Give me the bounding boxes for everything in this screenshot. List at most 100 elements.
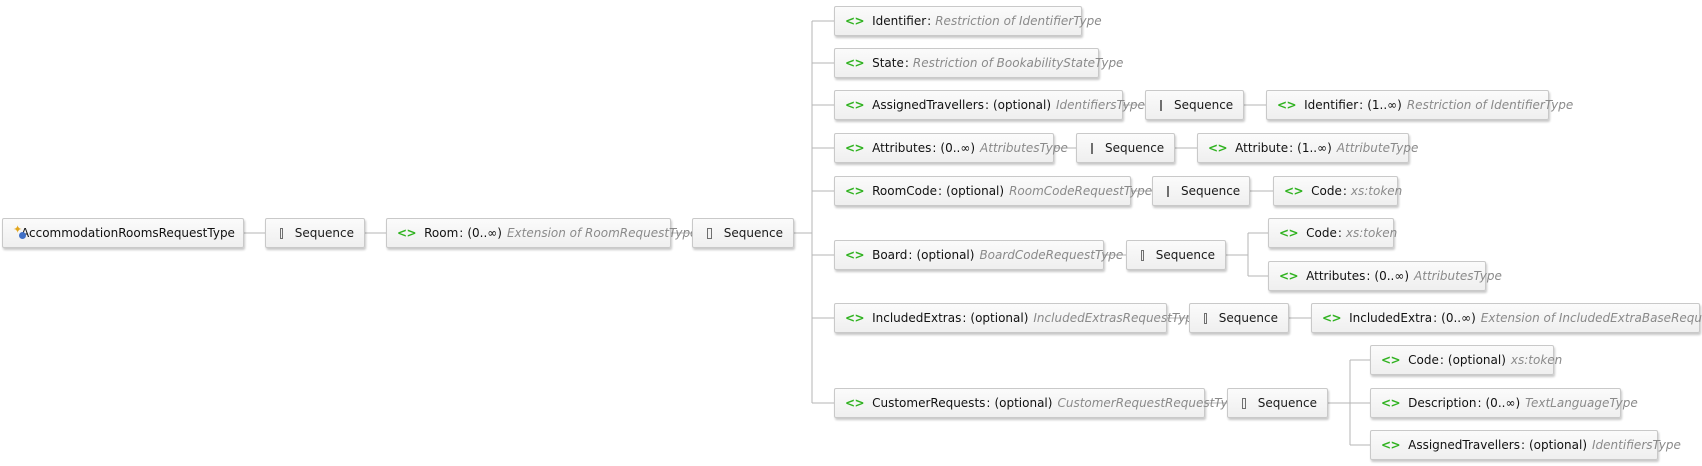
sequence-node-attributes[interactable]: Sequence xyxy=(1076,133,1175,163)
element-icon: <> xyxy=(845,14,865,28)
element-node-customer-code[interactable]: <> Code: (optional) xs:token xyxy=(1370,345,1562,375)
element-type: IdentifiersType xyxy=(1592,438,1681,452)
element-icon: <> xyxy=(845,184,865,198)
element-cardinality: (optional) xyxy=(994,396,1053,410)
sequence-icon xyxy=(1167,185,1169,197)
element-type: Extension of RoomRequestType xyxy=(506,226,698,240)
element-type: CustomerRequestRequestType xyxy=(1057,396,1243,410)
element-type: xs:token xyxy=(1350,184,1403,198)
element-type: RoomCodeRequestType xyxy=(1009,184,1153,198)
element-node-identifier[interactable]: <> Identifier: Restriction of Identifier… xyxy=(834,6,1102,36)
element-node-assigned-travellers[interactable]: <> AssignedTravellers: (optional) Identi… xyxy=(834,90,1145,120)
sequence-label: Sequence xyxy=(723,226,783,240)
sequence-icon xyxy=(1141,249,1144,261)
element-icon: <> xyxy=(845,98,865,112)
sequence-node-included-extras[interactable]: Sequence xyxy=(1189,303,1289,333)
sequence-icon xyxy=(1160,99,1162,111)
element-node-included-extra[interactable]: <> IncludedExtra: (0..∞) Extension of In… xyxy=(1311,303,1702,333)
element-icon: <> xyxy=(397,226,417,240)
element-node-board-attributes[interactable]: <> Attributes: (0..∞) AttributesType xyxy=(1268,261,1502,291)
sequence-icon xyxy=(1204,312,1207,324)
element-icon: <> xyxy=(1279,269,1299,283)
element-cardinality: (0..∞) xyxy=(1441,311,1476,325)
element-icon: <> xyxy=(1279,226,1299,240)
element-icon: <> xyxy=(1381,353,1401,367)
root-complex-type-node[interactable]: ✦ AccommodationRoomsRequestType xyxy=(2,218,244,248)
element-type: BoardCodeRequestType xyxy=(979,248,1124,262)
element-cardinality: (optional) xyxy=(970,311,1029,325)
element-name: Code xyxy=(1311,184,1342,198)
element-icon: <> xyxy=(1381,396,1401,410)
element-type: IncludedExtrasRequestType xyxy=(1033,311,1201,325)
element-type: TextLanguageType xyxy=(1525,396,1638,410)
element-name: IncludedExtra xyxy=(1349,311,1433,325)
element-icon: <> xyxy=(845,396,865,410)
element-cardinality: (0..∞) xyxy=(1374,269,1410,283)
sequence-node-root[interactable]: Sequence xyxy=(265,218,365,248)
element-node-customer-description[interactable]: <> Description: (0..∞) TextLanguageType xyxy=(1370,388,1638,418)
element-node-customer-requests[interactable]: <> CustomerRequests: (optional) Customer… xyxy=(834,388,1243,418)
element-type: AttributesType xyxy=(1414,269,1502,283)
element-icon: <> xyxy=(1277,98,1297,112)
sequence-node-room[interactable]: Sequence xyxy=(692,218,794,248)
element-name: AssignedTravellers xyxy=(1408,438,1520,452)
element-icon: <> xyxy=(845,141,865,155)
element-icon: <> xyxy=(1322,311,1342,325)
element-node-customer-assigned-travellers[interactable]: <> AssignedTravellers: (optional) Identi… xyxy=(1370,430,1681,460)
element-node-board-code[interactable]: <> Code: xs:token xyxy=(1268,218,1397,248)
sequence-icon xyxy=(707,227,712,239)
element-type: Extension of IncludedExtraBaseRequestTyp… xyxy=(1480,311,1702,325)
element-node-attribute[interactable]: <> Attribute: (1..∞) AttributeType xyxy=(1197,133,1418,163)
sequence-node-room-code[interactable]: Sequence xyxy=(1152,176,1250,206)
element-name: AssignedTravellers xyxy=(872,98,984,112)
element-name: Identifier xyxy=(872,14,927,28)
sequence-label: Sequence xyxy=(294,226,354,240)
sequence-label: Sequence xyxy=(1174,98,1234,112)
element-cardinality: (optional) xyxy=(946,184,1005,198)
element-name: State xyxy=(872,56,904,70)
element-name: Board xyxy=(872,248,908,262)
element-cardinality: (optional) xyxy=(1447,353,1506,367)
element-name: IncludedExtras xyxy=(872,311,962,325)
sequence-icon xyxy=(280,227,283,239)
element-cardinality: (1..∞) xyxy=(1367,98,1402,112)
element-cardinality: (1..∞) xyxy=(1297,141,1332,155)
element-icon: <> xyxy=(845,56,865,70)
sequence-label: Sequence xyxy=(1218,311,1278,325)
element-node-assigned-travellers-identifier[interactable]: <> Identifier: (1..∞) Restriction of Ide… xyxy=(1266,90,1573,120)
element-node-board[interactable]: <> Board: (optional) BoardCodeRequestTyp… xyxy=(834,240,1123,270)
element-node-included-extras[interactable]: <> IncludedExtras: (optional) IncludedEx… xyxy=(834,303,1200,333)
sequence-label: Sequence xyxy=(1105,141,1165,155)
sequence-label: Sequence xyxy=(1155,248,1215,262)
element-node-room-code-code[interactable]: <> Code: xs:token xyxy=(1273,176,1402,206)
element-cardinality: (optional) xyxy=(993,98,1051,112)
sequence-node-board[interactable]: Sequence xyxy=(1126,240,1226,270)
element-name: CustomerRequests xyxy=(872,396,986,410)
element-cardinality: (optional) xyxy=(916,248,975,262)
element-name: Identifier xyxy=(1304,98,1359,112)
element-cardinality: (optional) xyxy=(1529,438,1587,452)
element-type: IdentifiersType xyxy=(1056,98,1145,112)
sequence-node-assigned-travellers[interactable]: Sequence xyxy=(1145,90,1244,120)
element-node-room-code[interactable]: <> RoomCode: (optional) RoomCodeRequestT… xyxy=(834,176,1152,206)
root-type-name: AccommodationRoomsRequestType xyxy=(21,226,235,240)
element-icon: <> xyxy=(1381,438,1401,452)
element-type: xs:token xyxy=(1510,353,1563,367)
sequence-icon xyxy=(1091,142,1093,154)
element-cardinality: (0..∞) xyxy=(467,226,502,240)
element-name: Attributes xyxy=(1306,269,1366,283)
element-name: Attributes xyxy=(872,141,932,155)
sequence-node-customer-requests[interactable]: Sequence xyxy=(1227,388,1328,418)
element-cardinality: (0..∞) xyxy=(940,141,976,155)
element-name: RoomCode xyxy=(872,184,938,198)
element-name: Attribute xyxy=(1235,141,1289,155)
element-cardinality: (0..∞) xyxy=(1485,396,1521,410)
element-node-room[interactable]: <> Room: (0..∞) Extension of RoomRequest… xyxy=(386,218,697,248)
sequence-icon xyxy=(1242,397,1246,409)
sequence-label: Sequence xyxy=(1181,184,1241,198)
element-icon: <> xyxy=(845,311,865,325)
element-node-attributes[interactable]: <> Attributes: (0..∞) AttributesType xyxy=(834,133,1068,163)
element-type: Restriction of IdentifierType xyxy=(935,14,1102,28)
element-node-state[interactable]: <> State: Restriction of BookabilityStat… xyxy=(834,48,1123,78)
